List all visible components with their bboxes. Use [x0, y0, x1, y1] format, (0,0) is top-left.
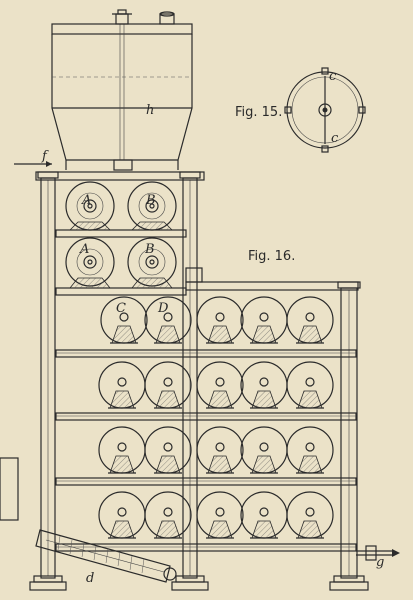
label-fig15-c-top: c [329, 69, 337, 84]
floor-beams [55, 229, 357, 552]
label-d: d [86, 571, 94, 586]
drying-drum [196, 361, 244, 409]
label-g: g [376, 555, 384, 570]
top-frame-beam [35, 171, 205, 181]
drying-drum [196, 296, 244, 344]
left-pillar [29, 171, 67, 591]
drying-drum [286, 426, 334, 474]
outlet-pipe-g [356, 545, 400, 561]
drying-drum [98, 361, 146, 409]
label-roll-b-middle: B [144, 242, 155, 257]
screw-conveyor-d [35, 529, 177, 583]
drying-drum [144, 426, 192, 474]
hopper-cap [159, 11, 175, 25]
drying-drum [144, 361, 192, 409]
drying-drum [98, 491, 146, 539]
label-f: f [41, 149, 49, 164]
drying-drum [196, 491, 244, 539]
drum-grid [98, 296, 334, 539]
label-roll-a-upper: A [81, 193, 91, 208]
drying-drum [240, 296, 288, 344]
right-pillar [329, 281, 369, 591]
figure-15-disc [284, 67, 366, 153]
label-roll-c: C [116, 301, 126, 316]
roll-pair-middle [65, 237, 177, 289]
edge-fragment [0, 457, 19, 521]
label-roll-a-middle: A [79, 242, 89, 257]
right-frame-beam [185, 281, 359, 291]
drying-drum [100, 296, 148, 344]
drying-drum [286, 361, 334, 409]
inlet-pipe-f [14, 161, 52, 167]
figure-15-caption: Fig. 15. [235, 105, 282, 120]
label-fig15-c-bottom: c [331, 131, 339, 146]
label-roll-d: D [157, 301, 169, 316]
hopper-valve [112, 9, 132, 25]
drying-drum [144, 296, 192, 344]
drying-drum [286, 296, 334, 344]
drying-drum [286, 491, 334, 539]
drying-drum [240, 491, 288, 539]
label-roll-b-upper: B [145, 193, 156, 208]
label-h: h [146, 103, 154, 118]
connector-block [185, 267, 203, 283]
drying-drum [196, 426, 244, 474]
drying-drum [144, 491, 192, 539]
hopper [51, 9, 193, 171]
figure-16-caption: Fig. 16. [248, 249, 295, 264]
roll-pair-upper [65, 181, 177, 231]
drying-drum [240, 361, 288, 409]
